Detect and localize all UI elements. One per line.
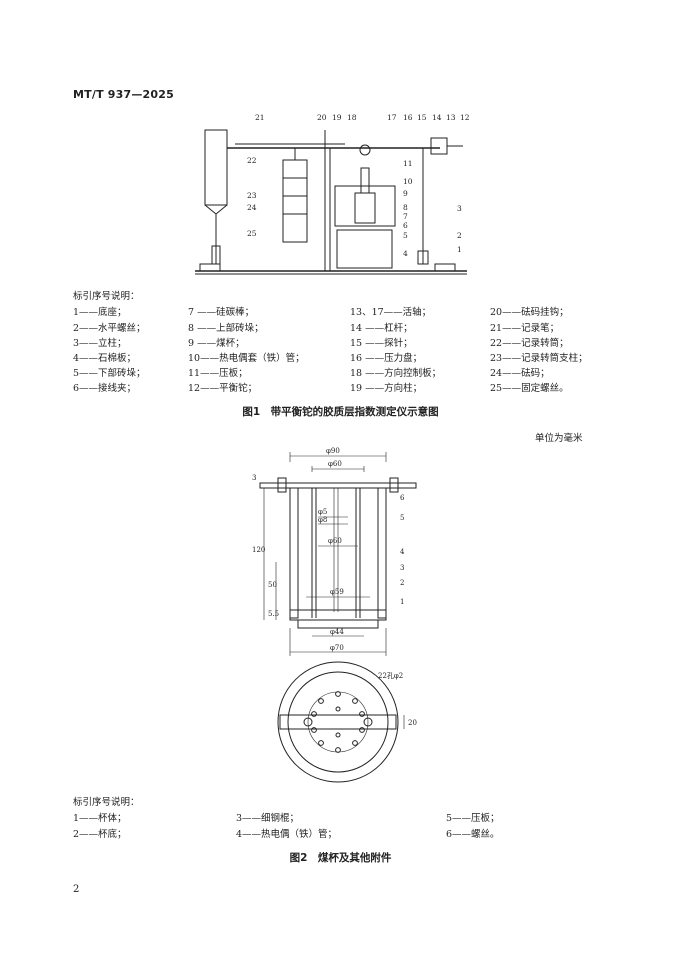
legend-item: 6——接线夹； (73, 383, 137, 394)
fig1-callout: 18 (347, 113, 357, 122)
fig2-dimension: φ44 (330, 628, 344, 636)
figure1-apparatus-drawing: 21 20 19 18 17 16 15 14 13 12 11 10 9 8 … (195, 113, 470, 275)
fig2-dimension: φ70 (330, 644, 344, 652)
fig2-callout: 2 (400, 579, 404, 587)
legend-item: 21——记录笔； (490, 323, 560, 334)
fig1-callout: 12 (460, 113, 470, 122)
fig2-dimension: 3 (252, 474, 256, 482)
legend-item: 3——立柱； (73, 338, 127, 349)
legend-item: 14 ——杠杆； (350, 323, 413, 334)
fig1-structure (195, 129, 467, 275)
legend-item: 24——砝码； (490, 368, 550, 379)
legend-item: 18 ——方向控制板； (350, 368, 442, 379)
legend-item: 23——记录转筒支柱； (490, 353, 588, 364)
fig2-dimension: φ59 (330, 588, 344, 596)
fig1-callout: 14 (432, 113, 442, 122)
legend-item: 10——热电偶套（铁）管； (188, 353, 305, 364)
fig1-callout: 19 (332, 113, 342, 122)
fig1-callout: 5 (403, 231, 408, 240)
legend-item: 3——细钢棍； (236, 813, 300, 824)
fig2-dimension: φ5 (318, 508, 327, 516)
fig2-callout: 5 (400, 514, 404, 522)
fig1-callout: 7 (403, 212, 408, 221)
legend-item: 6——螺丝。 (446, 829, 500, 840)
legend-item: 8 ——上部砖垛； (188, 323, 264, 334)
legend-item: 1——杯体； (73, 813, 127, 824)
legend-item: 13、17——活轴； (350, 307, 432, 318)
fig1-callout: 24 (247, 203, 257, 212)
figure1-caption: 图1 带平衡铊的胶质层指数测定仪示意图 (242, 406, 439, 418)
fig1-callout: 4 (403, 249, 408, 258)
fig2-dimension: φ8 (318, 516, 327, 524)
fig1-callout: 16 (403, 113, 413, 122)
legend-item: 15 ——探针； (350, 338, 413, 349)
fig1-legend-title: 标引序号说明： (73, 291, 140, 302)
legend-item: 2——水平螺丝； (73, 323, 146, 334)
fig1-callout: 3 (457, 204, 462, 213)
fig1-callout: 21 (255, 113, 265, 122)
legend-item: 25——固定螺丝。 (490, 383, 569, 394)
fig2-legend-title: 标引序号说明： (73, 797, 140, 808)
fig1-callout: 23 (247, 191, 257, 200)
fig1-callout: 11 (403, 159, 413, 168)
legend-item: 16 ——压力盘； (350, 353, 423, 364)
fig2-callout: 6 (400, 494, 405, 502)
fig2-dimension: 22孔φ2 (378, 672, 403, 680)
fig1-callout: 6 (403, 221, 408, 230)
fig1-callout: 22 (247, 156, 257, 165)
fig2-dimension: 120 (252, 546, 265, 554)
unit-note: 单位为毫米 (535, 433, 583, 444)
fig2-callout: 3 (400, 564, 404, 572)
legend-item: 4——石棉板； (73, 353, 137, 364)
fig1-callout: 2 (457, 231, 462, 240)
standard-code: MT/T 937—2025 (73, 88, 174, 101)
fig1-callouts: 21 20 19 18 17 16 15 14 13 12 11 10 9 8 … (247, 113, 470, 258)
legend-item: 9 ——煤杯； (188, 338, 245, 349)
legend-item: 4——热电偶（铁）管； (236, 829, 338, 840)
legend-item: 5——压板； (446, 813, 500, 824)
legend-item: 2——杯底； (73, 829, 127, 840)
fig2-callout: 1 (400, 598, 404, 606)
legend-item: 1——底座； (73, 307, 127, 318)
legend-item: 5——下部砖垛； (73, 368, 146, 379)
fig2-dimension: φ90 (326, 447, 340, 455)
fig1-callout: 1 (457, 245, 462, 254)
legend-item: 19 ——方向柱； (350, 383, 423, 394)
fig1-callout: 15 (417, 113, 427, 122)
fig1-callout: 13 (446, 113, 456, 122)
fig2-dimension: φ60 (328, 460, 342, 468)
page-number: 2 (73, 884, 80, 895)
fig2-elevation-view (259, 452, 417, 656)
fig2-dimension: φ60 (328, 537, 342, 545)
fig1-callout: 20 (317, 113, 327, 122)
fig2-callout: 4 (400, 548, 405, 556)
fig1-callout: 10 (403, 177, 413, 186)
fig2-plan-view (277, 661, 405, 783)
legend-item: 22——记录转筒； (490, 338, 569, 349)
fig2-dimension: 20 (408, 719, 417, 727)
legend-item: 20——砝码挂钩； (490, 307, 569, 318)
legend-item: 12——平衡铊； (188, 383, 258, 394)
fig1-callout: 17 (387, 113, 397, 122)
fig2-dimension: 50 (268, 581, 277, 589)
figure2-coal-cup-drawing: φ90 φ60 3 φ5 φ8 φ60 120 50 5.5 φ59 φ44 φ… (252, 447, 417, 783)
fig1-callout: 25 (247, 229, 257, 238)
fig2-labels: φ90 φ60 3 φ5 φ8 φ60 120 50 5.5 φ59 φ44 φ… (252, 447, 417, 727)
figure2-caption: 图2 煤杯及其他附件 (289, 852, 392, 864)
fig1-callout: 8 (403, 203, 408, 212)
fig1-callout: 9 (403, 189, 408, 198)
fig2-dimension: 5.5 (268, 610, 279, 618)
legend-item: 7 ——硅碳棒； (188, 307, 255, 318)
legend-item: 11——压板； (188, 368, 248, 379)
